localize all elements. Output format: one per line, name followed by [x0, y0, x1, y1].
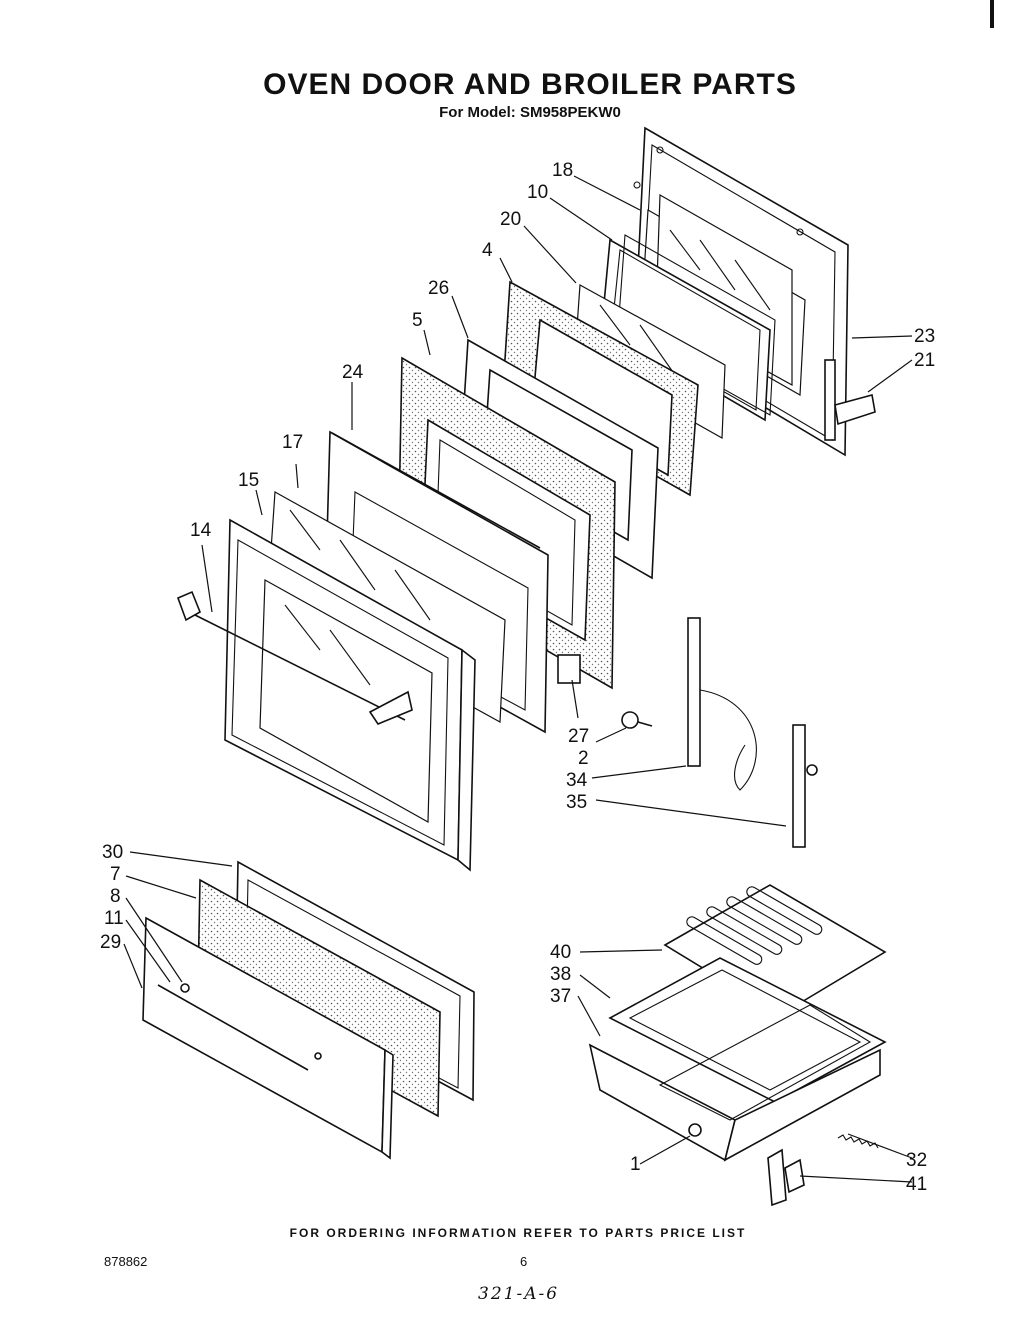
part-27-latch — [557, 654, 581, 684]
scan-edge-mark — [990, 0, 994, 28]
model-subtitle: For Model: SM958PEKW0 — [439, 104, 621, 121]
part-21-hinge-bracket — [824, 359, 876, 441]
part-35-hinge-receiver — [792, 724, 818, 848]
document-number: 878862 — [104, 1254, 148, 1269]
label-37: 37 — [550, 986, 571, 1007]
label-11: 11 — [104, 908, 124, 929]
part-29-drawer-front — [142, 916, 394, 1160]
part-38-broiler-pan — [608, 957, 887, 1103]
label-5: 5 — [412, 310, 423, 331]
part-labels: 18 10 20 4 26 5 24 17 15 14 23 21 27 2 3… — [100, 160, 935, 1195]
handwritten-note: 321-A-6 — [478, 1284, 560, 1304]
part-41-bracket — [767, 1148, 805, 1207]
label-1: 1 — [630, 1154, 641, 1175]
label-35: 35 — [566, 792, 587, 813]
label-20: 20 — [500, 209, 521, 230]
label-32: 32 — [906, 1150, 927, 1171]
page-number: 6 — [520, 1254, 528, 1269]
label-41: 41 — [906, 1174, 927, 1195]
label-27: 27 — [568, 726, 589, 747]
label-38: 38 — [550, 964, 571, 985]
label-7: 7 — [110, 864, 121, 885]
page-title: OVEN DOOR AND BROILER PARTS — [263, 68, 797, 101]
label-4: 4 — [482, 240, 493, 261]
label-17: 17 — [282, 432, 303, 453]
part-32-spring — [837, 1134, 879, 1149]
label-24: 24 — [342, 362, 364, 383]
label-29: 29 — [100, 932, 121, 953]
label-21: 21 — [914, 350, 935, 371]
leader-lines — [123, 175, 913, 1183]
label-10: 10 — [527, 182, 548, 203]
label-18: 18 — [552, 160, 573, 181]
label-40: 40 — [550, 942, 571, 963]
label-8: 8 — [110, 886, 121, 907]
label-30: 30 — [102, 842, 123, 863]
part-34-hinge — [687, 617, 757, 791]
label-15: 15 — [238, 470, 259, 491]
part-10-glass-pack — [601, 234, 776, 422]
label-26: 26 — [428, 278, 449, 299]
label-34: 34 — [566, 770, 588, 791]
part-14-outer-door-and-handle — [176, 518, 476, 872]
part-37-broiler-drawer — [588, 1004, 881, 1162]
part-2-screw — [621, 711, 653, 729]
ordering-note: FOR ORDERING INFORMATION REFER TO PARTS … — [289, 1226, 747, 1240]
label-2: 2 — [578, 748, 589, 769]
label-14: 14 — [190, 520, 212, 541]
label-23: 23 — [914, 326, 935, 347]
